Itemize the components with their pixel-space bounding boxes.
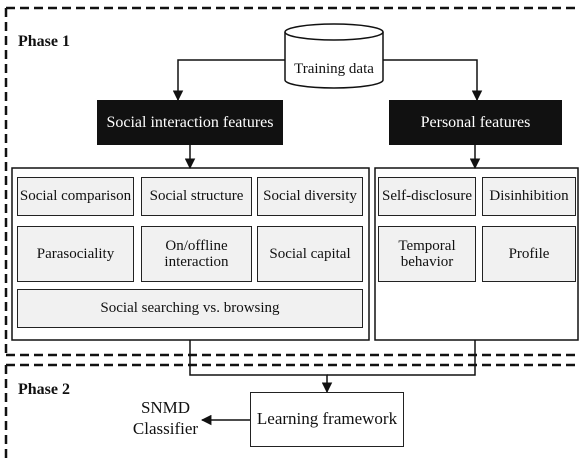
- personal-features-header: Personal features: [389, 100, 562, 145]
- phase1-label: Phase 1: [18, 33, 70, 50]
- phase2-label: Phase 2: [18, 381, 70, 398]
- feature-disinhibition: Disinhibition: [482, 177, 576, 216]
- learning-framework-box: Learning framework: [250, 392, 404, 447]
- social-interaction-header: Social interaction features: [97, 100, 283, 145]
- phase1-frame: [4, 6, 578, 357]
- feature-self-disclosure: Self-disclosure: [378, 177, 476, 216]
- merge-lines: [189, 340, 476, 426]
- feature-social-comparison: Social comparison: [17, 177, 134, 216]
- feature-temporal-behavior: Temporal behavior: [378, 226, 476, 282]
- personal-group-container: [374, 167, 579, 341]
- training-data-label: Training data: [294, 61, 374, 77]
- feature-profile: Profile: [482, 226, 576, 282]
- classifier-line1: SNMD: [140, 398, 191, 417]
- snmd-classifier-label: SNMD Classifier: [128, 397, 203, 440]
- feature-parasociality: Parasociality: [17, 226, 134, 282]
- training-arrows: [172, 59, 483, 170]
- feature-social-structure: Social structure: [141, 177, 252, 216]
- feature-social-searching-browsing: Social searching vs. browsing: [17, 289, 363, 328]
- training-data-cylinder: [284, 23, 384, 89]
- phase2-frame: [4, 363, 578, 460]
- feature-social-capital: Social capital: [257, 226, 363, 282]
- classifier-line2: Classifier: [132, 419, 199, 439]
- feature-on-offline-interaction: On/offline interaction: [141, 226, 252, 282]
- feature-social-diversity: Social diversity: [257, 177, 363, 216]
